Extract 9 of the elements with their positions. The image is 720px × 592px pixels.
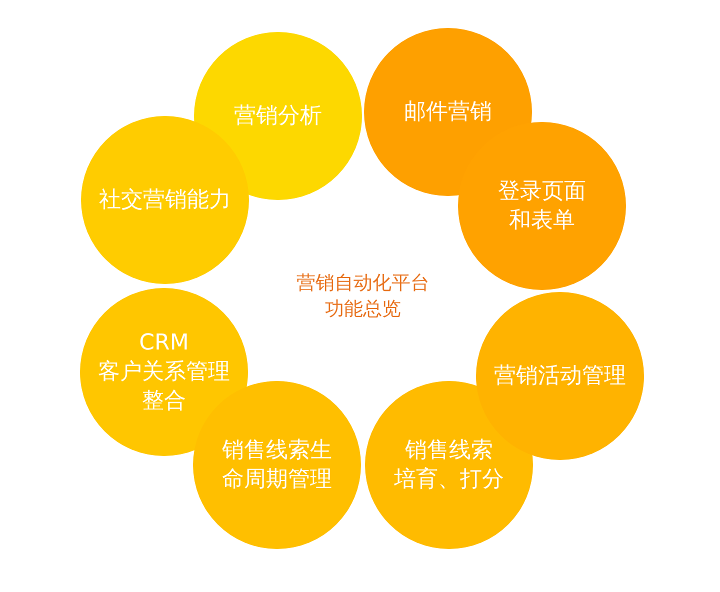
feature-label: CRM客户关系管理整合 [98, 330, 230, 416]
feature-label: 销售线索培育、打分 [394, 437, 504, 494]
feature-label: 邮件营销 [404, 98, 492, 126]
feature-label: 登录页面和表单 [498, 178, 586, 235]
feature-label: 营销活动管理 [494, 362, 626, 390]
feature-label: 社交营销能力 [99, 186, 231, 214]
feature-label: 销售线索生命周期管理 [222, 437, 332, 494]
feature-label: 营销分析 [234, 102, 322, 130]
center-title: 营销自动化平台功能总览 [296, 271, 430, 322]
